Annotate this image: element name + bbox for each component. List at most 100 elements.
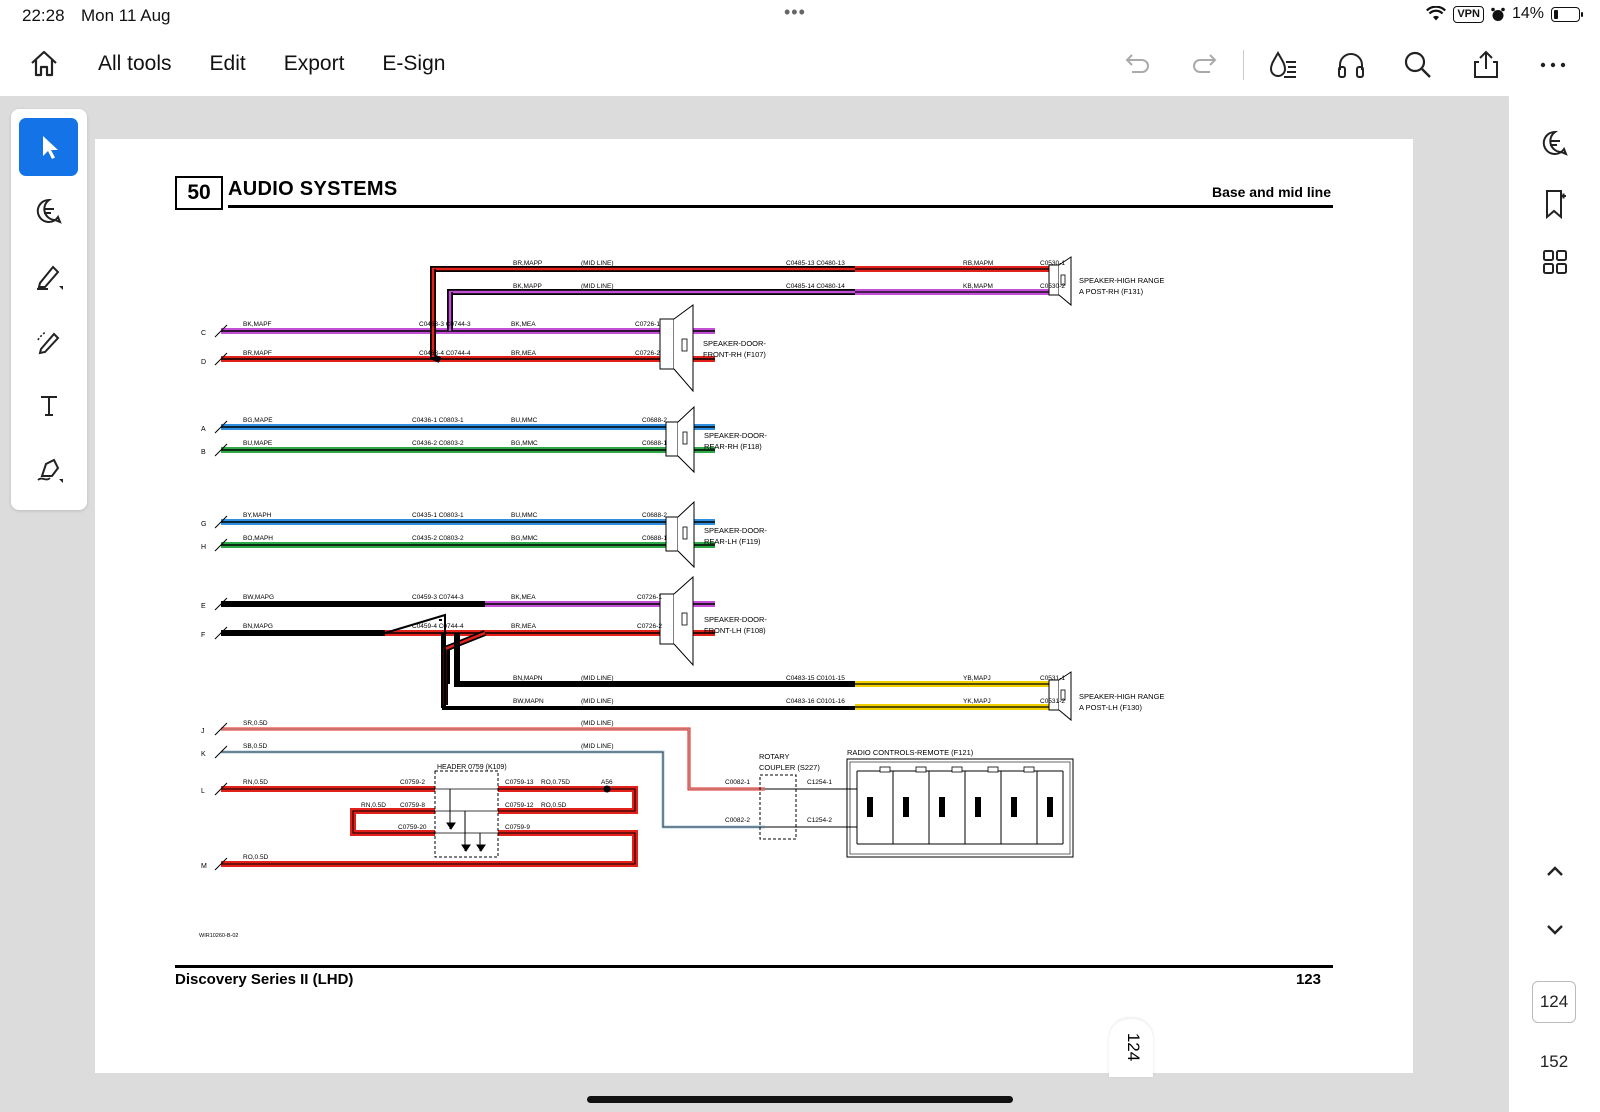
home-indicator-bar[interactable]	[587, 1096, 1013, 1103]
pdf-page[interactable]: 50 AUDIO SYSTEMS Base and mid line	[95, 139, 1413, 1073]
draw-tool-button[interactable]	[19, 312, 78, 370]
share-icon[interactable]	[1469, 48, 1503, 82]
label-bg-mape: BG,MAPE	[243, 417, 273, 424]
select-tool-button[interactable]	[19, 118, 78, 176]
label-c0726-1: C0726-1	[635, 321, 660, 328]
label-c0688-2-a: C0688-2	[642, 417, 667, 424]
label-c0483-16: C0483-16 C0101-16	[786, 698, 845, 705]
label-c0759-12: C0759-12	[505, 802, 534, 809]
cursor-arrow-icon	[42, 136, 58, 159]
label-ro-05d: RO,0.5D	[243, 854, 269, 861]
drawing-code: WIR10260-B-02	[199, 933, 238, 939]
section-number: 50	[175, 176, 223, 210]
label-bw-mapg: BW,MAPG	[243, 594, 274, 601]
page-indicator-tab[interactable]: 124	[1109, 1019, 1153, 1077]
home-icon[interactable]	[28, 48, 60, 80]
label-c0436-1: C0436-1 C0803-1	[412, 417, 464, 424]
more-options-icon[interactable]	[1536, 48, 1570, 82]
label-kb-mapm: KB,MAPM	[963, 283, 993, 290]
terminal-c: C	[201, 330, 206, 337]
menu-all-tools[interactable]: All tools	[98, 52, 172, 75]
undo-icon[interactable]	[1120, 48, 1154, 82]
terminal-l: L	[201, 788, 205, 795]
left-tool-palette	[11, 109, 87, 510]
text-t-icon	[40, 396, 57, 416]
label-speaker-rear-rh-2: REAR-RH (F118)	[704, 442, 762, 451]
wire-group-front-rh	[221, 269, 715, 363]
terminal-g: G	[201, 521, 206, 528]
label-bn-mapg: BN,MAPG	[243, 623, 273, 630]
read-aloud-headphones-icon[interactable]	[1334, 48, 1368, 82]
comments-panel-icon[interactable]	[1539, 128, 1571, 160]
label-speaker-rear-rh-1: SPEAKER-DOOR-	[704, 431, 767, 440]
label-br-mea-2: BR,MEA	[511, 623, 537, 630]
liquid-mode-icon[interactable]	[1266, 48, 1300, 82]
label-by-maph: BY,MAPH	[243, 512, 272, 519]
terminal-k: K	[201, 751, 206, 758]
label-bu-mmc-1: BU,MMC	[511, 417, 538, 424]
label-midline-5: (MID LINE)	[581, 720, 614, 727]
label-c0726-2: C0726-2	[635, 350, 660, 357]
toolbar-separator	[1243, 50, 1244, 80]
label-c0082-2: C0082-2	[725, 817, 750, 824]
thumbnails-grid-icon[interactable]	[1539, 246, 1571, 278]
label-c0726-1-b: C0726-1	[637, 594, 662, 601]
comment-tool-button[interactable]	[19, 182, 78, 240]
highlight-tool-button[interactable]	[19, 247, 78, 305]
section-title: AUDIO SYSTEMS	[228, 178, 398, 200]
right-panel: 124 152	[1509, 96, 1600, 1112]
add-text-tool-button[interactable]	[19, 376, 78, 434]
terminal-m: M	[201, 863, 207, 870]
label-c0485-14: C0485-14 C0480-14	[786, 283, 845, 290]
battery-percent: 14%	[1511, 5, 1544, 22]
label-radio-controls: RADIO CONTROLS-REMOTE (F121)	[847, 748, 974, 757]
speaker-high-range-lh	[1048, 671, 1072, 722]
chevron-up-icon[interactable]	[1539, 855, 1571, 887]
terminal-stubs	[214, 324, 228, 871]
redo-icon[interactable]	[1188, 48, 1222, 82]
status-right: VPN 14%	[1426, 5, 1583, 23]
label-c0530-1: C0530-1	[1040, 260, 1065, 267]
highlighter-icon	[36, 265, 63, 290]
wire-group-steering-controls	[221, 727, 765, 829]
footer-page-number: 123	[1295, 971, 1321, 988]
label-yb-mapj: YB,MAPJ	[963, 675, 991, 682]
label-rn-05d: RN,0.5D	[243, 779, 268, 786]
label-speaker-front-lh-1: SPEAKER-DOOR-	[704, 615, 767, 624]
label-bw-mapn: BW,MAPN	[513, 698, 544, 705]
label-c0459-4: C0459-4 C0744-4	[412, 623, 464, 630]
footer-rule	[175, 965, 1333, 968]
current-page-box[interactable]: 124	[1532, 981, 1576, 1023]
label-bo-maph: BO,MAPH	[243, 535, 273, 542]
battery-icon	[1551, 6, 1583, 22]
wire-group-front-lh	[221, 601, 1063, 710]
bookmark-icon[interactable]	[1539, 188, 1571, 220]
label-c0435-1: C0435-1 C0803-1	[412, 512, 464, 519]
speaker-door-rear-lh	[665, 500, 695, 569]
chevron-down-icon[interactable]	[1539, 914, 1571, 946]
menu-esign[interactable]: E-Sign	[382, 52, 446, 75]
label-speaker-rear-lh-1: SPEAKER-DOOR-	[704, 526, 767, 535]
label-c0463-3: C0463-3 C0744-3	[419, 321, 471, 328]
label-c0530-2: C0530-2	[1040, 283, 1065, 290]
sign-tool-button[interactable]	[19, 440, 78, 498]
label-rb-mapm: RB,MAPM	[963, 260, 993, 267]
total-pages: 152	[1539, 1052, 1569, 1071]
label-bg-mmc-2: BG,MMC	[511, 535, 538, 542]
label-midline-6: (MID LINE)	[581, 743, 614, 750]
label-bk-mea-2: BK,MEA	[511, 594, 536, 601]
menu-export[interactable]: Export	[283, 52, 345, 75]
search-icon[interactable]	[1401, 48, 1435, 82]
label-c0688-1-a: C0688-1	[642, 440, 667, 447]
label-header-0759: HEADER 0759 (K109)	[437, 764, 507, 771]
label-speaker-hr-rh-2: A POST-RH (F131)	[1079, 287, 1144, 296]
multitasking-dots-icon[interactable]: •••	[784, 2, 806, 22]
header-rule	[228, 205, 1333, 208]
terminal-d: D	[201, 359, 206, 366]
label-sb-05d: SB,0.5D	[243, 743, 268, 750]
label-speaker-rear-lh-2: REAR-LH (F119)	[704, 537, 761, 546]
label-c0435-2: C0435-2 C0803-2	[412, 535, 464, 542]
menu-edit[interactable]: Edit	[209, 52, 246, 75]
label-bk-mapf: BK,MAPF	[243, 321, 272, 328]
label-c0483-15: C0483-15 C0101-15	[786, 675, 845, 682]
